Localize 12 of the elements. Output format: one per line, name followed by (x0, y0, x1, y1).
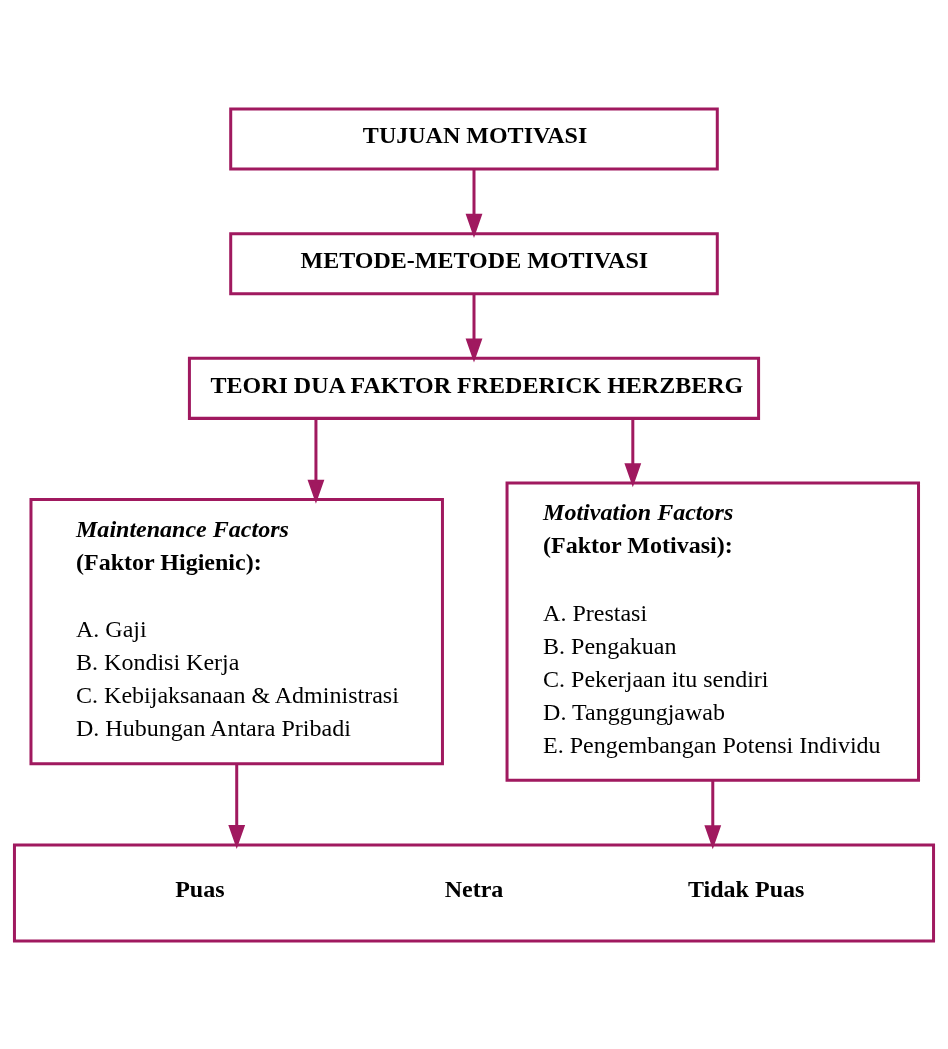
node-box: Motivation Factors (Faktor Motivasi): A. Prestasi B. Pengakuan C. Pekerjaan itu sendiri D. Tanggungjawab E. Pengembangan Potensi Individu (505, 480, 921, 782)
arrow (465, 168, 483, 238)
node-box: METODE-METODE MOTIVASI (229, 231, 719, 295)
arrow (307, 418, 325, 504)
node-box: TUJUAN MOTIVASI (229, 107, 719, 171)
arrow (704, 780, 722, 849)
node-box: TEORI DUA FAKTOR FREDERICK HERZBERG (187, 356, 761, 420)
arrow (465, 293, 483, 363)
node-box: Maintenance Factors (Faktor Higienic): A. Gaji B. Kondisi Kerja C. Kebijaksanaan & Administrasi D. Hubungan Antara Pribadi (29, 497, 444, 765)
node-box: Puas Netra Tidak Puas (12, 842, 936, 942)
arrow (624, 418, 642, 487)
arrow (228, 763, 246, 849)
